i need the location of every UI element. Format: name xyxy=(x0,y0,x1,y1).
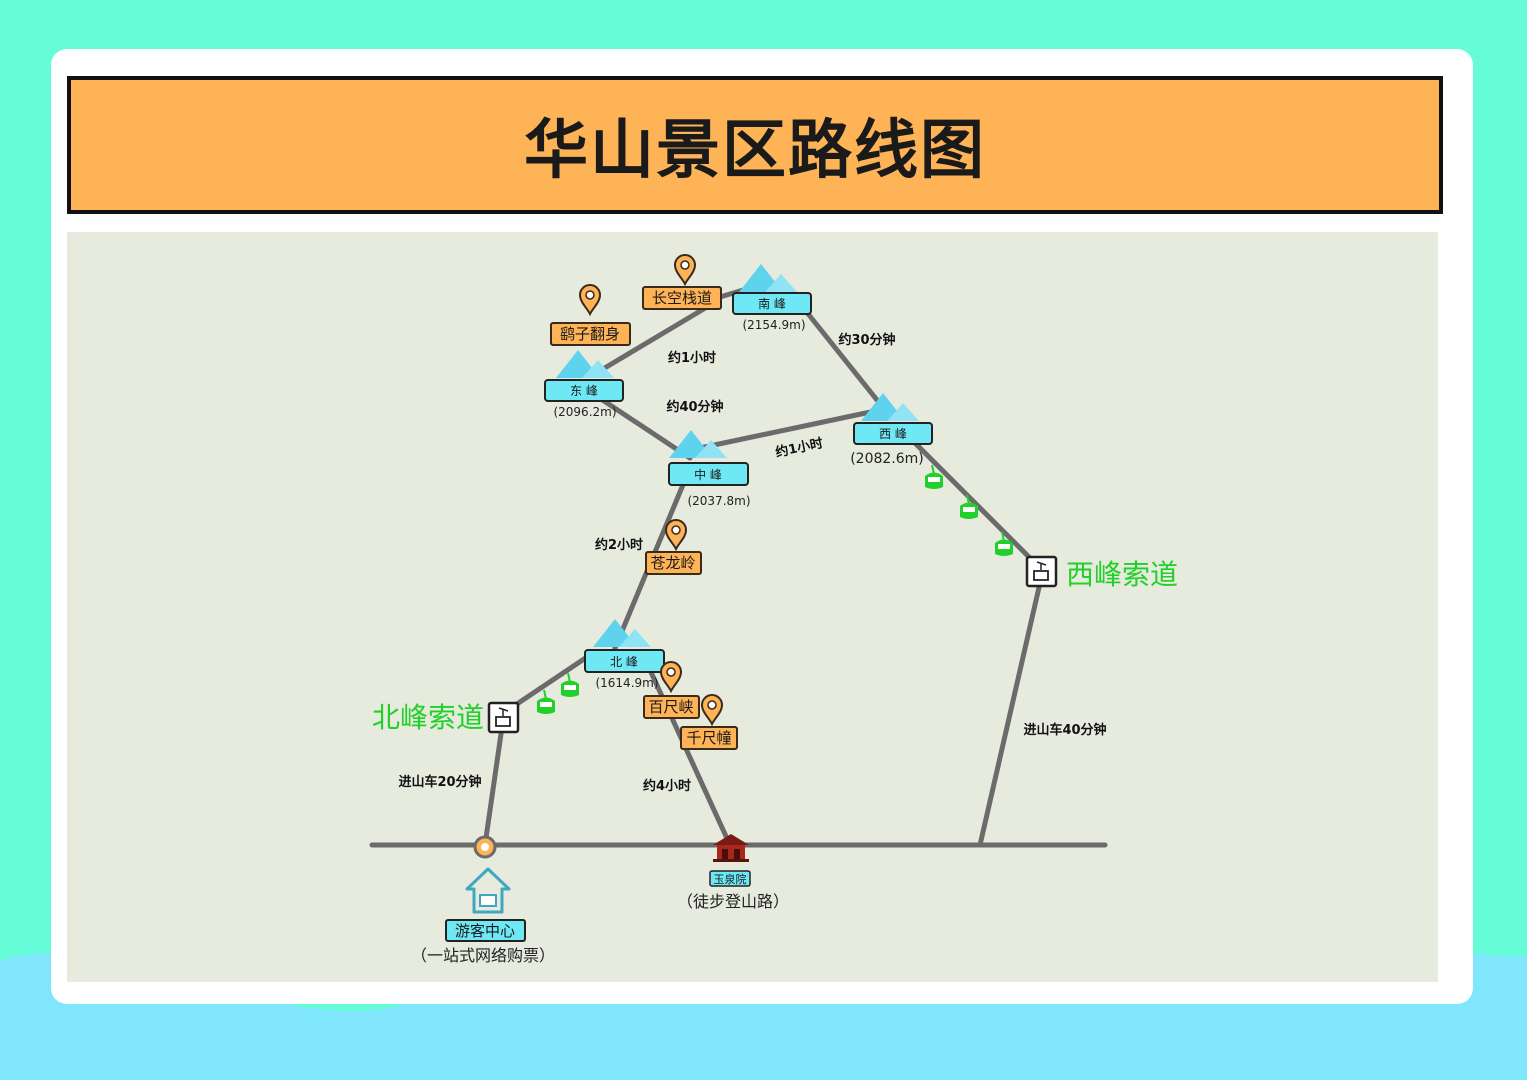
peak-south-name: 南 峰 xyxy=(758,296,786,311)
duration-bus-north: 进山车20分钟 xyxy=(398,774,481,790)
west-cable-cars xyxy=(924,464,1014,557)
yuquan-label: 玉泉院 xyxy=(714,872,747,886)
route-bus-north xyxy=(482,724,505,848)
spot-changkong-label: 长空栈道 xyxy=(652,289,712,307)
spot-yaozi-label: 鹞子翻身 xyxy=(560,325,620,343)
duration-south-west: 约30分钟 xyxy=(838,332,895,348)
peak-middle[interactable]: 中 峰 (2037.8m) xyxy=(668,430,751,508)
peak-east-elevation: (2096.2m) xyxy=(553,405,616,419)
route-middle-west xyxy=(697,407,883,451)
peak-east[interactable]: 东 峰 (2096.2m) xyxy=(544,350,624,419)
duration-middle-west: 约1小时 xyxy=(774,435,824,461)
spot-baichi[interactable]: 百尺峡 xyxy=(643,661,700,719)
start-circle-icon xyxy=(473,835,497,859)
route-east-middle xyxy=(592,392,693,461)
route-west-cableway xyxy=(912,440,1038,566)
peak-west[interactable]: 西 峰 (2082.6m) xyxy=(850,393,933,467)
hiking-note: （徒步登山路） xyxy=(677,892,789,911)
visitor-center-note: （一站式网络购票） xyxy=(411,946,555,965)
north-cableway-name: 北峰索道 xyxy=(372,701,484,734)
location-pin-icon xyxy=(665,519,687,550)
route-south-west xyxy=(802,307,888,413)
mountain-icon xyxy=(556,350,614,378)
duration-east-south: 约1小时 xyxy=(668,350,716,366)
duration-middle-north: 约2小时 xyxy=(595,537,643,553)
spot-changkong[interactable]: 长空栈道 xyxy=(642,254,722,310)
spot-qianchi[interactable]: 千尺幢 xyxy=(680,694,738,750)
location-pin-icon xyxy=(701,694,723,725)
mountain-icon xyxy=(739,264,797,292)
spot-canglong-label: 苍龙岭 xyxy=(650,554,695,572)
route-lines xyxy=(369,282,1108,848)
spot-qianchi-label: 千尺幢 xyxy=(686,729,731,747)
route-east-changkong xyxy=(595,301,715,375)
peak-west-name: 西 峰 xyxy=(879,427,907,441)
north-cableway-station[interactable]: 北峰索道 xyxy=(372,701,520,734)
location-pin-icon xyxy=(579,284,601,315)
page-title: 华山景区路线图 xyxy=(524,114,986,188)
peak-north-name: 北 峰 xyxy=(610,655,638,669)
mountain-icon xyxy=(861,393,919,421)
route-map: 南 峰 (2154.9m) 东 峰 (2096.2m) 西 峰 (2082.6m… xyxy=(369,254,1178,965)
home-icon xyxy=(465,867,511,914)
peak-north-elevation: (1614.9m) xyxy=(595,676,658,690)
temple-icon xyxy=(713,834,749,862)
spot-yaozi[interactable]: 鹞子翻身 xyxy=(550,284,631,346)
title-banner: 华山景区路线图 xyxy=(67,76,1443,214)
route-north-cableway xyxy=(502,652,593,715)
spot-canglong[interactable]: 苍龙岭 xyxy=(645,519,702,575)
map-panel: 南 峰 (2154.9m) 东 峰 (2096.2m) 西 峰 (2082.6m… xyxy=(67,232,1438,982)
peak-south-elevation: (2154.9m) xyxy=(742,318,805,332)
spot-baichi-label: 百尺峡 xyxy=(648,698,693,716)
route-bus-west xyxy=(977,580,1043,848)
duration-east-middle: 约40分钟 xyxy=(666,399,723,415)
peak-east-name: 东 峰 xyxy=(570,384,598,398)
peak-south[interactable]: 南 峰 (2154.9m) xyxy=(732,264,812,332)
location-pin-icon xyxy=(660,661,682,692)
peak-north[interactable]: 北 峰 (1614.9m) xyxy=(584,619,665,690)
peak-middle-name: 中 峰 xyxy=(694,467,722,482)
duration-north-yuquan: 约4小时 xyxy=(643,778,691,794)
peak-middle-elevation: (2037.8m) xyxy=(687,494,750,508)
west-cableway-station[interactable]: 西峰索道 xyxy=(1025,555,1178,591)
peak-west-elevation: (2082.6m) xyxy=(850,451,924,467)
visitor-center[interactable]: 游客中心 （一站式网络购票） xyxy=(411,867,555,965)
cable-car-icon xyxy=(536,689,556,715)
duration-bus-west: 进山车40分钟 xyxy=(1023,722,1106,738)
location-pin-icon xyxy=(674,254,696,285)
cable-car-icon xyxy=(560,672,580,698)
mountain-icon xyxy=(593,619,651,647)
west-cableway-name: 西峰索道 xyxy=(1066,558,1178,591)
yuquan-temple[interactable]: 玉泉院 （徒步登山路） xyxy=(677,834,789,911)
visitor-center-label: 游客中心 xyxy=(455,922,515,940)
